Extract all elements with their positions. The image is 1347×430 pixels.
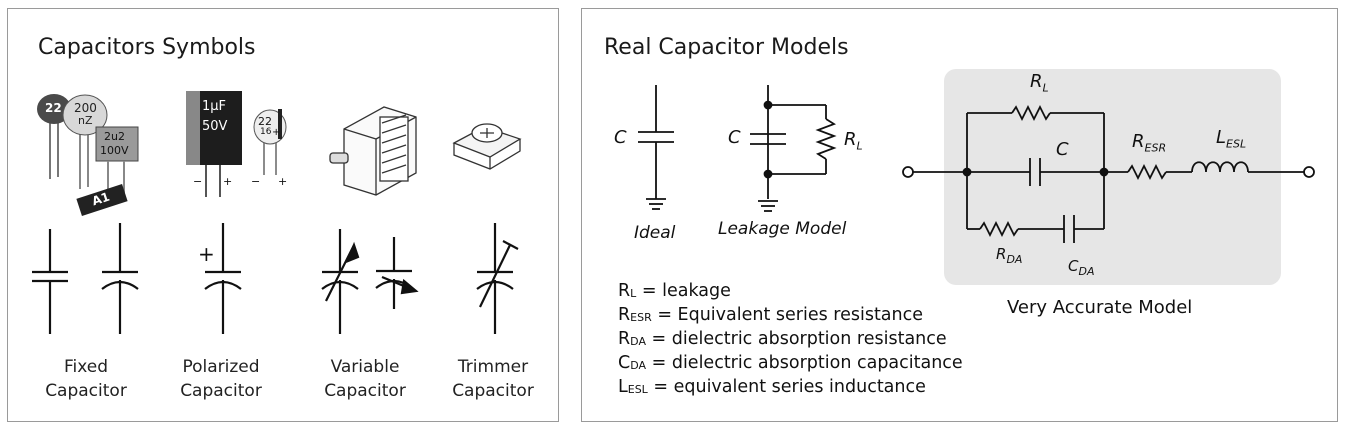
ceramic-label-22: 22 — [45, 101, 62, 115]
real-capacitor-models-panel: Real Capacitor Models — [581, 8, 1338, 422]
capacitor-model-schematics — [638, 85, 1315, 243]
electrolytic-voltage: 50V — [202, 119, 228, 134]
accurate-cda-label: CDA — [1068, 257, 1095, 278]
trimmer-capacitor-symbol — [476, 223, 519, 334]
small-cap-value: 22 — [258, 115, 272, 128]
electrolytic-value: 1μF — [202, 99, 227, 114]
ideal-c-label: C — [614, 127, 627, 148]
variable-capacitor-alt-symbol — [375, 237, 419, 309]
polarized-plus-sign: + — [198, 242, 215, 266]
legend-item-cda: CDA = dielectric absorption capacitance — [618, 353, 963, 373]
ceramic-label-2u2: 2u2 — [104, 130, 125, 143]
legend-item-lesl: LESL = equivalent series inductance — [618, 377, 926, 397]
small-cap-voltage: 16 — [260, 127, 272, 137]
leakage-r-label: RL — [844, 129, 863, 153]
capacitor-illustrations — [32, 91, 522, 334]
trimmer-capacitor-photo — [452, 123, 522, 170]
accurate-model-background — [944, 69, 1281, 285]
accurate-model-schematic — [902, 104, 1315, 243]
ceramic-label-nz: nZ — [78, 114, 93, 127]
variable-capacitor-photo — [329, 106, 417, 196]
electrolytic-capacitor-photo — [186, 91, 287, 197]
leakage-model-schematic — [750, 85, 837, 212]
fixed-capacitor-symbol — [32, 229, 68, 334]
panel-title: Real Capacitor Models — [604, 35, 849, 60]
capacitor-symbols-panel: Capacitors Symbols — [7, 8, 559, 422]
capacitor-schematic-symbols — [32, 223, 519, 334]
legend-item-rda: RDA = dielectric absorption resistance — [618, 329, 947, 349]
ceramic-capacitor-photo — [37, 94, 139, 216]
leakage-c-label: C — [728, 127, 741, 148]
fixed-capacitor-curved-symbol — [101, 223, 139, 334]
accurate-model-caption: Very Accurate Model — [1007, 297, 1193, 318]
small-cap-minus: − — [251, 175, 261, 188]
ceramic-label-100v: 100V — [100, 144, 129, 157]
electrolytic-minus: − — [193, 175, 203, 188]
ceramic-label-200: 200 — [74, 101, 97, 115]
legend-item-rl: RL = leakage — [618, 281, 731, 301]
legend-item-resr: RESR = Equivalent series resistance — [618, 305, 924, 325]
accurate-lesl-label: LESL — [1216, 127, 1247, 151]
panel-title: Capacitors Symbols — [38, 35, 256, 60]
ideal-model-schematic — [638, 85, 674, 210]
electrolytic-plus: + — [223, 175, 233, 188]
accurate-resr-label: RESR — [1132, 131, 1167, 155]
ideal-caption: Ideal — [634, 223, 676, 243]
small-cap-plus-lead: + — [278, 175, 288, 188]
accurate-c-label: C — [1056, 139, 1069, 160]
leakage-caption: Leakage Model — [718, 219, 847, 239]
variable-capacitor-symbol — [321, 229, 360, 334]
accurate-rda-label: RDA — [996, 245, 1023, 266]
accurate-rl-label: RL — [1030, 71, 1049, 95]
small-cap-plus: + — [272, 127, 281, 138]
polarized-capacitor-symbol — [204, 223, 242, 334]
